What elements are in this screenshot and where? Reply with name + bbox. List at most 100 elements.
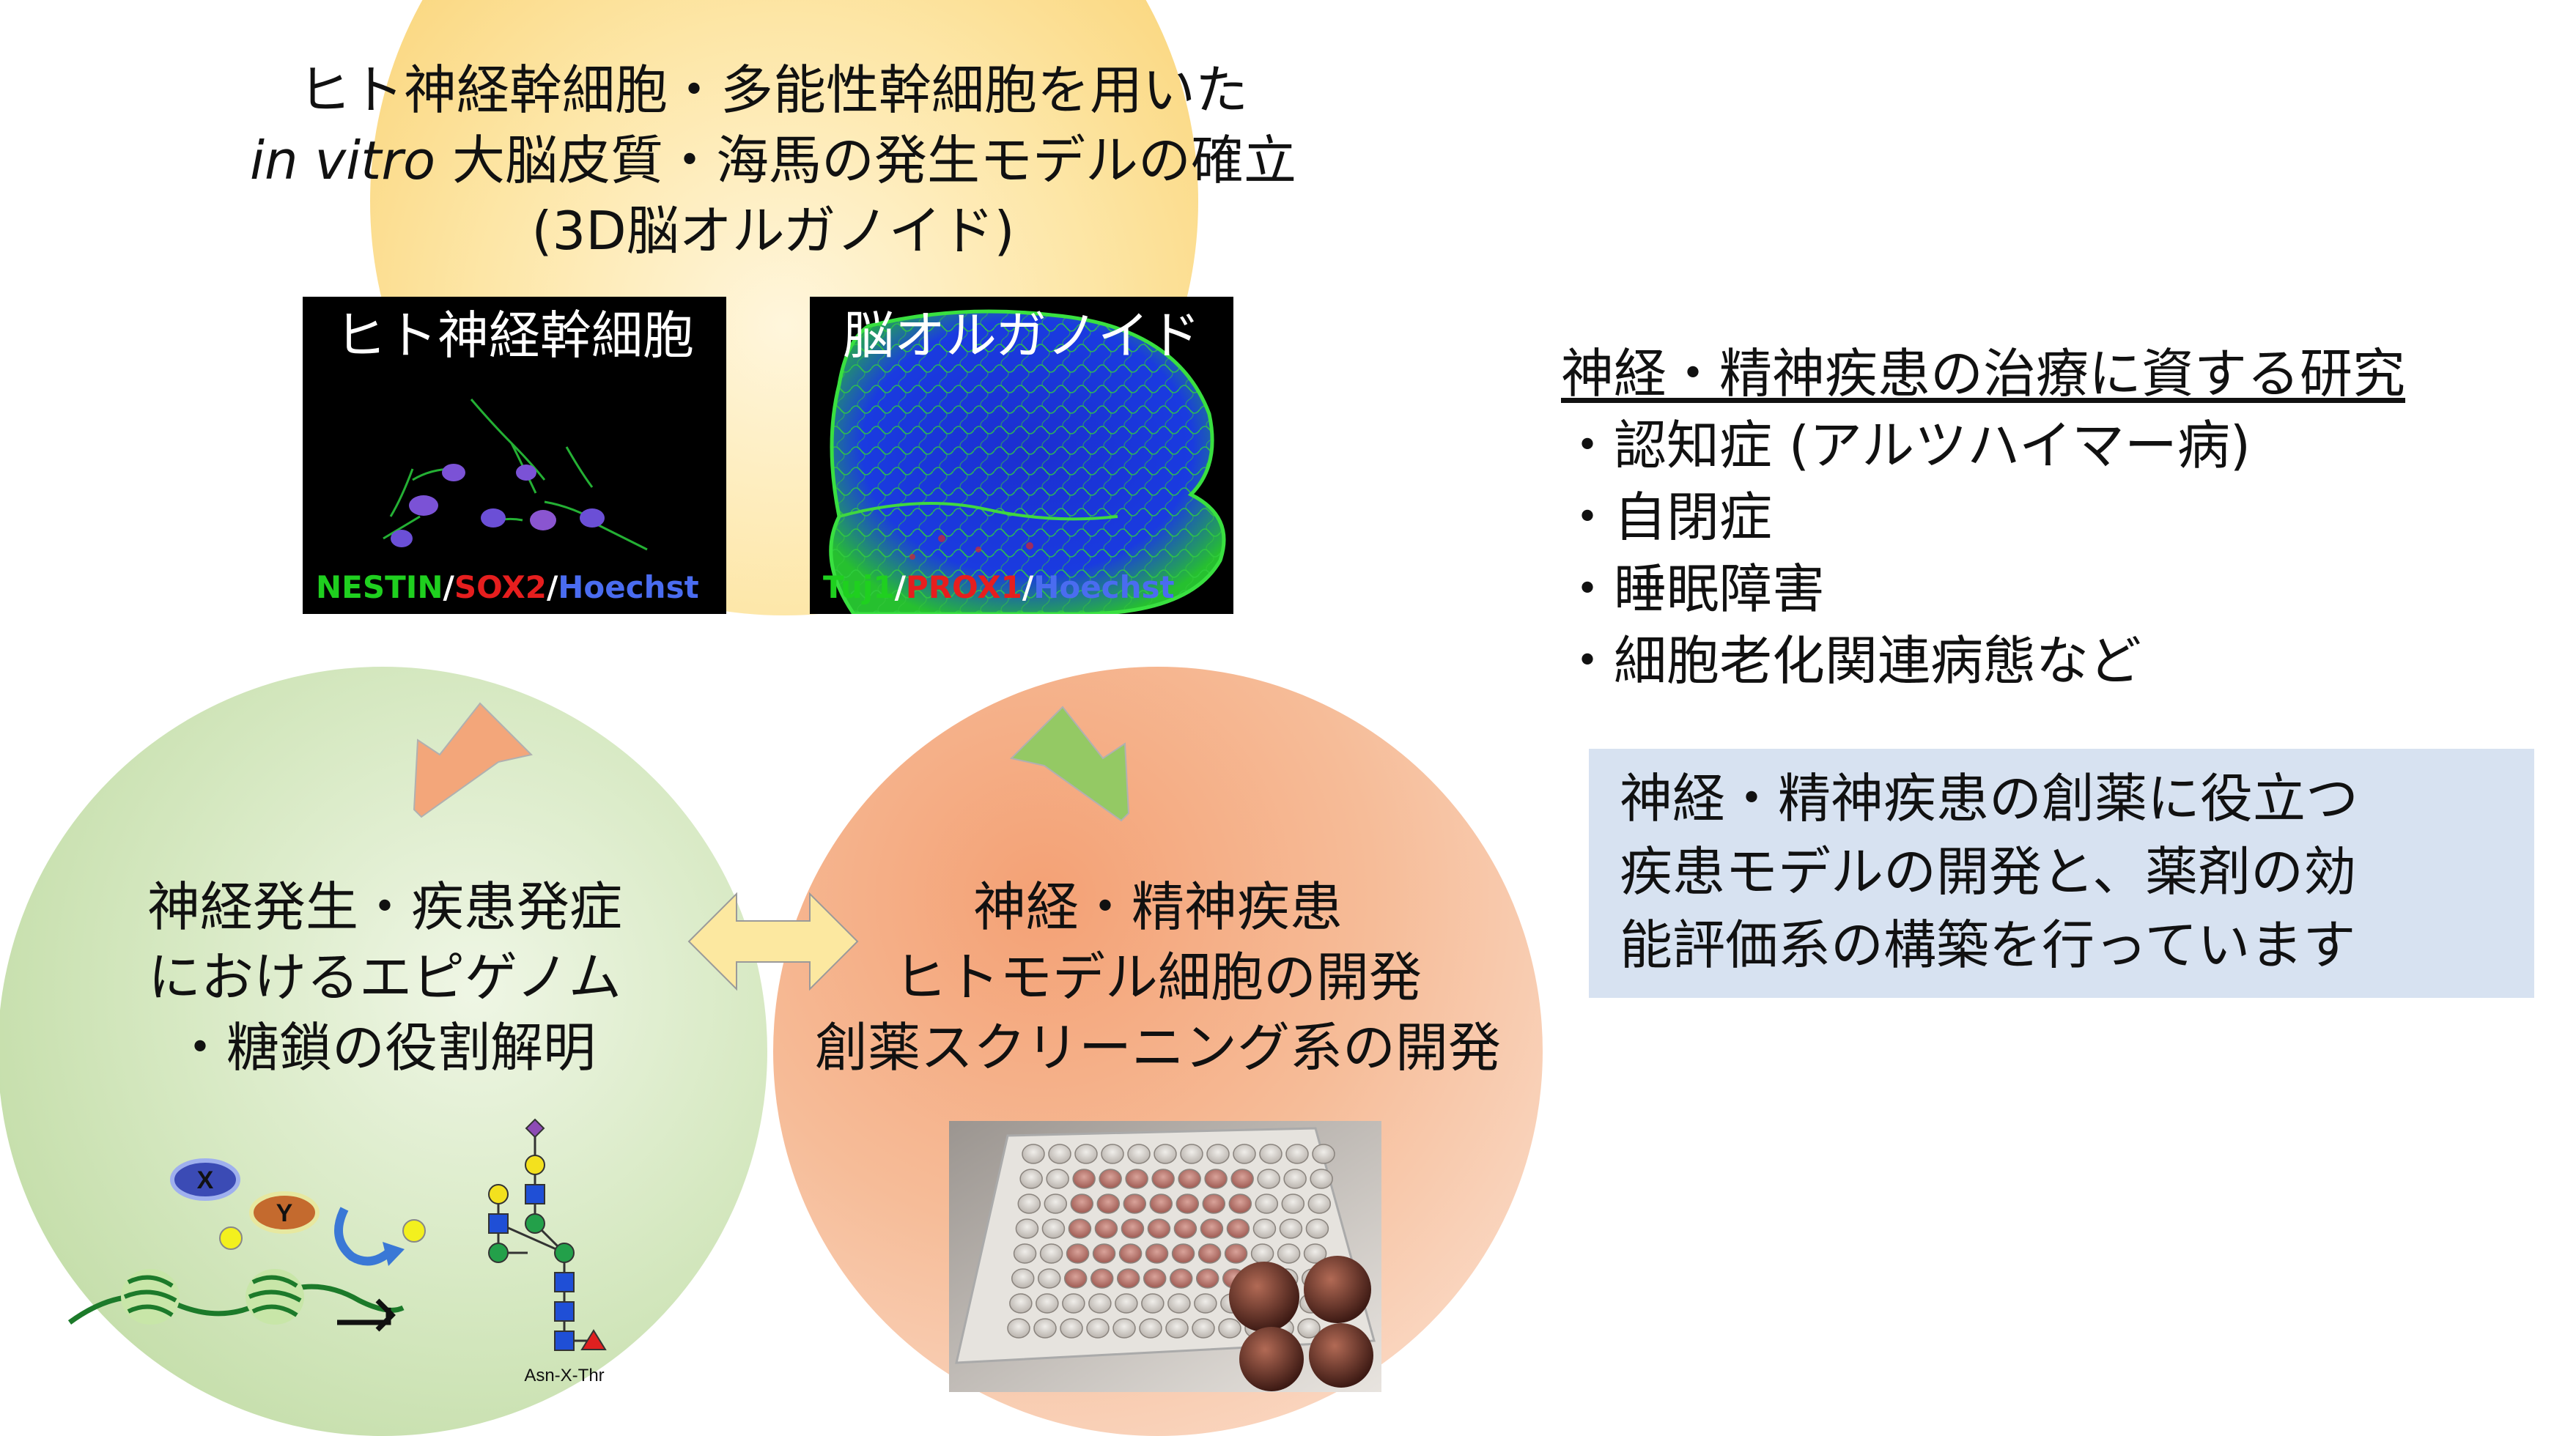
plate-well bbox=[1297, 1318, 1321, 1339]
plate-wells bbox=[1007, 1144, 1335, 1339]
organoid-dishes bbox=[1229, 1256, 1373, 1391]
caption-slash: / bbox=[546, 569, 558, 605]
plate-well bbox=[1074, 1144, 1098, 1164]
plate-well bbox=[1197, 1243, 1222, 1264]
mannose-icon bbox=[554, 1243, 575, 1263]
left-line1: 神経発生・疾患発症 bbox=[147, 876, 622, 938]
left-circle-text: 神経発生・疾患発症 におけるエピゲノム ・糖鎖の役割解明 bbox=[0, 872, 770, 1083]
plate-well bbox=[1036, 1293, 1059, 1314]
dna-strand-icon bbox=[67, 1284, 405, 1325]
plate-well bbox=[1086, 1318, 1110, 1339]
caption-slash: / bbox=[443, 569, 454, 605]
mannose-icon bbox=[488, 1243, 509, 1263]
double-arrow-icon bbox=[687, 892, 859, 991]
plate-well bbox=[1303, 1243, 1327, 1264]
caption-slash: / bbox=[894, 569, 906, 605]
transcription-arrow-icon bbox=[337, 1298, 396, 1332]
plate-well bbox=[1307, 1193, 1332, 1214]
curved-arrow-icon bbox=[334, 1207, 391, 1266]
left-line2: におけるエピゲノム bbox=[148, 947, 621, 1008]
plate-well bbox=[1099, 1169, 1122, 1189]
left-line3: ・糖鎖の役割解明 bbox=[173, 1017, 596, 1078]
plate-well bbox=[1204, 1169, 1228, 1189]
plate-well bbox=[1013, 1243, 1037, 1264]
brain-organoid-image bbox=[829, 309, 1226, 614]
brain-organoid-micrograph: 脳オルガノイド Tuj1/PROX1/Hoechst bbox=[810, 297, 1233, 614]
glcnac-icon bbox=[554, 1330, 575, 1351]
yellow-mark-icon bbox=[219, 1226, 243, 1250]
plate-well bbox=[1255, 1193, 1279, 1214]
plate-well bbox=[1116, 1268, 1140, 1289]
plate-well bbox=[1033, 1318, 1057, 1339]
plate-well bbox=[1252, 1218, 1277, 1239]
plate-well bbox=[1283, 1169, 1307, 1189]
research-item: ・睡眠障害 bbox=[1561, 558, 1826, 620]
plate-well bbox=[1068, 1218, 1092, 1239]
plate-well bbox=[1194, 1293, 1217, 1314]
glcnac-icon bbox=[525, 1184, 545, 1204]
info-box: 神経・精神疾患の創薬に役立つ 疾患モデルの開発と、薬剤の効 能評価系の構築を行っ… bbox=[1589, 749, 2534, 998]
plate-well bbox=[1195, 1268, 1219, 1289]
curved-arrow-head-icon bbox=[383, 1242, 405, 1266]
plate-well bbox=[1062, 1293, 1085, 1314]
research-item: ・細胞老化関連病態など bbox=[1561, 630, 2142, 692]
plate-well bbox=[1154, 1144, 1177, 1164]
plate-well bbox=[1007, 1318, 1030, 1339]
plate-well bbox=[1259, 1144, 1283, 1164]
research-item: ・認知症 (アルツハイマー病) bbox=[1561, 415, 2251, 476]
plate-well bbox=[1305, 1218, 1329, 1239]
caption-marker-tuj1: Tuj1 bbox=[823, 569, 895, 605]
plate-well bbox=[1171, 1243, 1195, 1264]
plate-well bbox=[1279, 1218, 1303, 1239]
info-box-line: 神経・精神疾患の創薬に役立つ bbox=[1620, 768, 2359, 829]
plate-well bbox=[1206, 1144, 1230, 1164]
protein-x-icon bbox=[170, 1158, 240, 1201]
plate-well bbox=[1178, 1169, 1201, 1189]
caption-marker-hoechst: Hoechst bbox=[1033, 569, 1175, 605]
plate-well bbox=[1139, 1318, 1162, 1339]
plate-well bbox=[1173, 1218, 1197, 1239]
plate-well bbox=[1060, 1318, 1083, 1339]
yellow-mark-icon bbox=[402, 1219, 426, 1243]
plate-well bbox=[1118, 1243, 1143, 1264]
plate-well bbox=[1281, 1193, 1305, 1214]
plate-well bbox=[1094, 1218, 1118, 1239]
info-box-line: 能評価系の構築を行っています bbox=[1620, 914, 2356, 976]
well-plate-photo bbox=[949, 1121, 1381, 1392]
plate-well bbox=[1101, 1144, 1124, 1164]
right-line1: 神経・精神疾患 bbox=[973, 876, 1343, 938]
top-title-italic: in vitro bbox=[250, 130, 436, 191]
plate-well bbox=[1230, 1169, 1254, 1189]
top-title-line3: (3D脳オルガノイド) bbox=[531, 200, 1015, 262]
micro-stem-caption: NESTIN/SOX2/Hoechst bbox=[316, 569, 699, 605]
plate-well bbox=[1167, 1293, 1191, 1314]
plate-well bbox=[1224, 1243, 1248, 1264]
plate-well bbox=[1125, 1169, 1148, 1189]
sialic-acid-icon bbox=[525, 1118, 545, 1139]
plate-well bbox=[1115, 1293, 1138, 1314]
plate-well bbox=[1019, 1169, 1043, 1189]
plate-well bbox=[1176, 1193, 1200, 1214]
plate-well bbox=[1044, 1193, 1068, 1214]
plate-well bbox=[1180, 1144, 1203, 1164]
top-title-line2: in vitro 大脳皮質・海馬の発生モデルの確立 bbox=[147, 125, 1400, 196]
micro-stem-title: ヒト神経幹細胞 bbox=[335, 306, 694, 366]
mannose-icon bbox=[525, 1213, 545, 1234]
plate-well bbox=[1250, 1243, 1274, 1264]
caption-marker-nestin: NESTIN bbox=[316, 569, 443, 605]
research-title: 神経・精神疾患の治療に資する研究 bbox=[1561, 343, 2406, 404]
plate-well bbox=[1072, 1169, 1096, 1189]
caption-marker-prox1: PROX1 bbox=[905, 569, 1022, 605]
plate-well bbox=[1277, 1243, 1301, 1264]
research-item: ・自閉症 bbox=[1561, 486, 1773, 548]
plate-well bbox=[1039, 1243, 1063, 1264]
plate-well bbox=[1063, 1268, 1088, 1289]
plate-well bbox=[1092, 1243, 1116, 1264]
glycan-structure-illustration: Asn-X-Thr bbox=[488, 1118, 607, 1385]
plate-well bbox=[1070, 1193, 1094, 1214]
right-circle-text: 神経・精神疾患 ヒトモデル細胞の開発 創薬スクリーニング系の開発 bbox=[773, 872, 1543, 1083]
plate-well bbox=[1233, 1144, 1256, 1164]
micro-org-caption: Tuj1/PROX1/Hoechst bbox=[823, 569, 1175, 605]
plate-well bbox=[1228, 1193, 1252, 1214]
glcnac-icon bbox=[488, 1213, 509, 1234]
